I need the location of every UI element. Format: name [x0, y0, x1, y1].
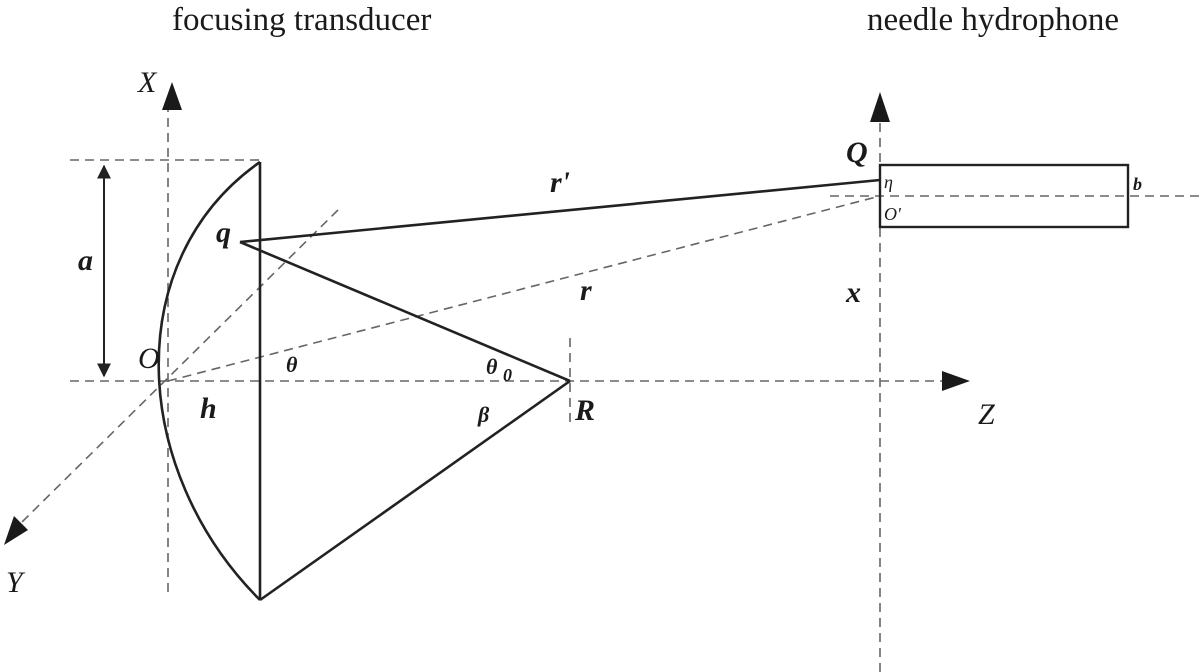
- point-Q-label: Q: [846, 136, 868, 169]
- length-b-label: b: [1133, 174, 1142, 194]
- length-r-label: r: [580, 274, 592, 307]
- R-to-bottom-line: [259, 379, 571, 602]
- length-r-prime-label: r': [550, 166, 570, 199]
- angle-theta0-label: θ: [486, 354, 498, 379]
- y-axis-label: Y: [6, 566, 26, 599]
- r-prime-line: [239, 178, 881, 244]
- r-line: [167, 195, 881, 382]
- hydrophone-axis-arrow-icon: [870, 92, 890, 122]
- y-axis-arrow-icon: [4, 516, 28, 545]
- caption-focusing-transducer: focusing transducer: [172, 2, 431, 38]
- length-h-label: h: [200, 392, 217, 425]
- angle-theta-label: θ: [286, 352, 298, 377]
- angle-eta-label: η: [884, 172, 893, 192]
- q-to-R-line: [239, 240, 571, 383]
- angle-beta-label: β: [477, 402, 490, 427]
- caption-needle-hydrophone: needle hydrophone: [867, 2, 1119, 38]
- needle-hydrophone-body: [878, 163, 1130, 229]
- point-R-label: R: [574, 394, 595, 427]
- angle-theta0-subscript: 0: [503, 365, 512, 385]
- length-a-label: a: [78, 244, 93, 277]
- point-O-prime-label: O': [884, 204, 902, 224]
- x-axis-arrow-icon: [162, 82, 182, 110]
- z-axis-arrow-icon: [942, 371, 970, 391]
- z-axis-label: Z: [978, 398, 995, 431]
- x-axis-label: X: [137, 66, 158, 99]
- transducer-curved-surface: [157, 160, 261, 601]
- point-q-label: q: [216, 216, 231, 249]
- length-x-label: x: [845, 276, 861, 309]
- origin-label: O: [138, 342, 160, 375]
